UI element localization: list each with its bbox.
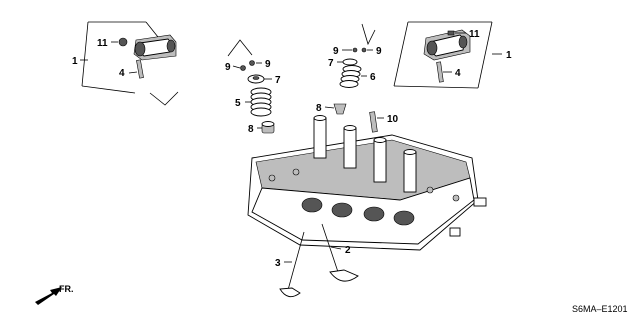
callout-1-left: 1 bbox=[72, 56, 78, 67]
callout-2: 2 bbox=[345, 245, 351, 256]
callout-5: 5 bbox=[235, 98, 241, 109]
front-direction-arrow: FR. bbox=[35, 284, 74, 305]
callout-10: 10 bbox=[387, 114, 399, 125]
exhaust-valve[interactable] bbox=[321, 223, 359, 282]
callout-11-right: 11 bbox=[469, 29, 480, 40]
callout-4-left: 4 bbox=[119, 68, 125, 79]
callout-7-left: 7 bbox=[275, 75, 281, 86]
callout-9-a: 9 bbox=[225, 62, 231, 73]
intake-valve[interactable] bbox=[279, 231, 305, 298]
rocker-arm-assembly-left[interactable] bbox=[81, 21, 179, 106]
callout-3: 3 bbox=[275, 258, 281, 269]
callout-8-left: 8 bbox=[248, 124, 254, 135]
cylinder-head[interactable] bbox=[247, 115, 487, 251]
callout-1-right: 1 bbox=[506, 50, 512, 61]
front-label: FR. bbox=[59, 284, 74, 294]
rocker-arm-assembly-right[interactable] bbox=[393, 21, 493, 89]
callout-11-left: 11 bbox=[97, 38, 108, 49]
valve-spring-group-right[interactable] bbox=[333, 23, 378, 133]
callout-7-right: 7 bbox=[328, 58, 334, 69]
callout-9-b: 9 bbox=[265, 59, 271, 70]
callout-6: 6 bbox=[370, 72, 376, 83]
callout-9-c: 9 bbox=[333, 46, 339, 57]
valve-spring-left bbox=[250, 87, 272, 117]
callout-8-right: 8 bbox=[316, 103, 322, 114]
callout-9-d: 9 bbox=[376, 46, 382, 57]
valve-spring-right bbox=[339, 65, 362, 88]
callout-4-right: 4 bbox=[455, 68, 461, 79]
valve-spring-group-left[interactable] bbox=[227, 39, 275, 134]
diagram-code: S6MA–E1201 bbox=[572, 304, 628, 314]
